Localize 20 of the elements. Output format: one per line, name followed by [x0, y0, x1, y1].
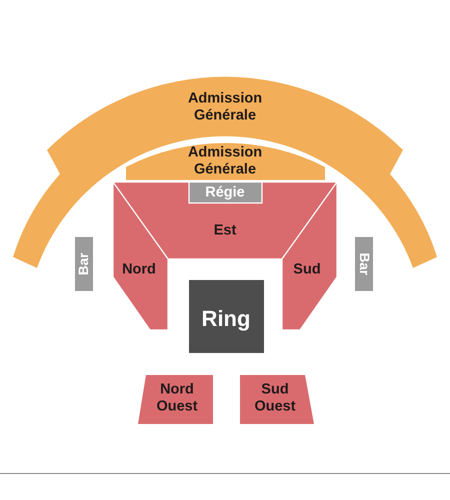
seating-section	[240, 375, 314, 424]
section-label: Bar	[76, 252, 92, 276]
section-label: Sud Ouest	[254, 382, 296, 416]
bar-area	[75, 237, 93, 291]
seating-section	[113, 182, 168, 330]
section-label: Bar	[356, 252, 372, 276]
section-label: Est	[214, 222, 236, 240]
bar-area	[355, 237, 373, 291]
seating-section	[138, 375, 213, 424]
boxing-ring	[189, 280, 264, 353]
section-label: Ring	[202, 306, 250, 332]
section-label: Nord Ouest	[156, 382, 198, 416]
seating-section	[282, 182, 337, 330]
standing-area	[126, 142, 325, 180]
section-label: Admission Générale	[188, 90, 262, 126]
section-label: Régie	[205, 184, 245, 202]
control-booth	[189, 182, 262, 203]
section-label: Nord	[122, 261, 156, 279]
section-label: Admission Générale	[188, 144, 262, 180]
section-label: Sud	[293, 261, 321, 279]
